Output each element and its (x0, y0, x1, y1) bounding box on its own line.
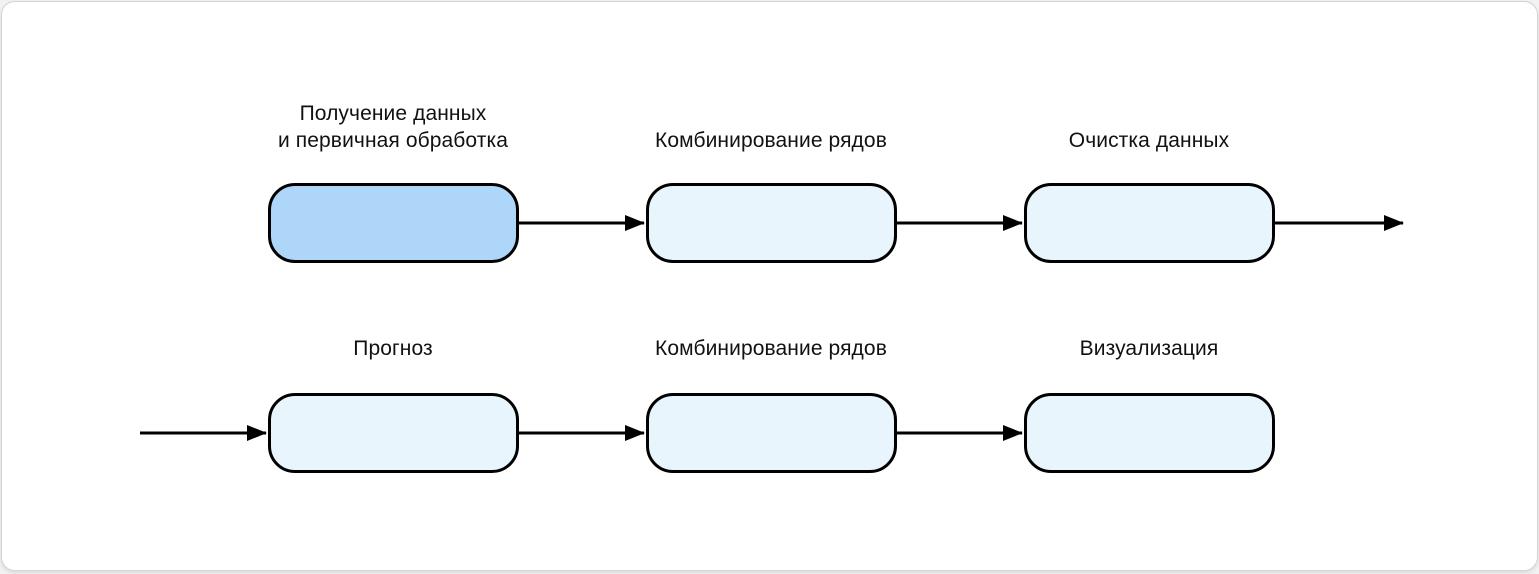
node-data-cleaning (1024, 183, 1275, 263)
label-forecast: Прогноз (353, 337, 433, 360)
node-forecast (268, 393, 519, 473)
label-data-acquisition: Получение данных и первичная обработка (278, 102, 508, 152)
node-visualization (1024, 393, 1275, 473)
node-series-combining-2 (646, 393, 897, 473)
label-series-combining-1: Комбинирование рядов (655, 129, 887, 152)
node-data-acquisition (268, 183, 519, 263)
label-visualization: Визуализация (1079, 337, 1219, 360)
label-data-cleaning: Очистка данных (1068, 129, 1230, 152)
label-series-combining-2: Комбинирование рядов (655, 337, 887, 360)
node-series-combining-1 (646, 183, 897, 263)
